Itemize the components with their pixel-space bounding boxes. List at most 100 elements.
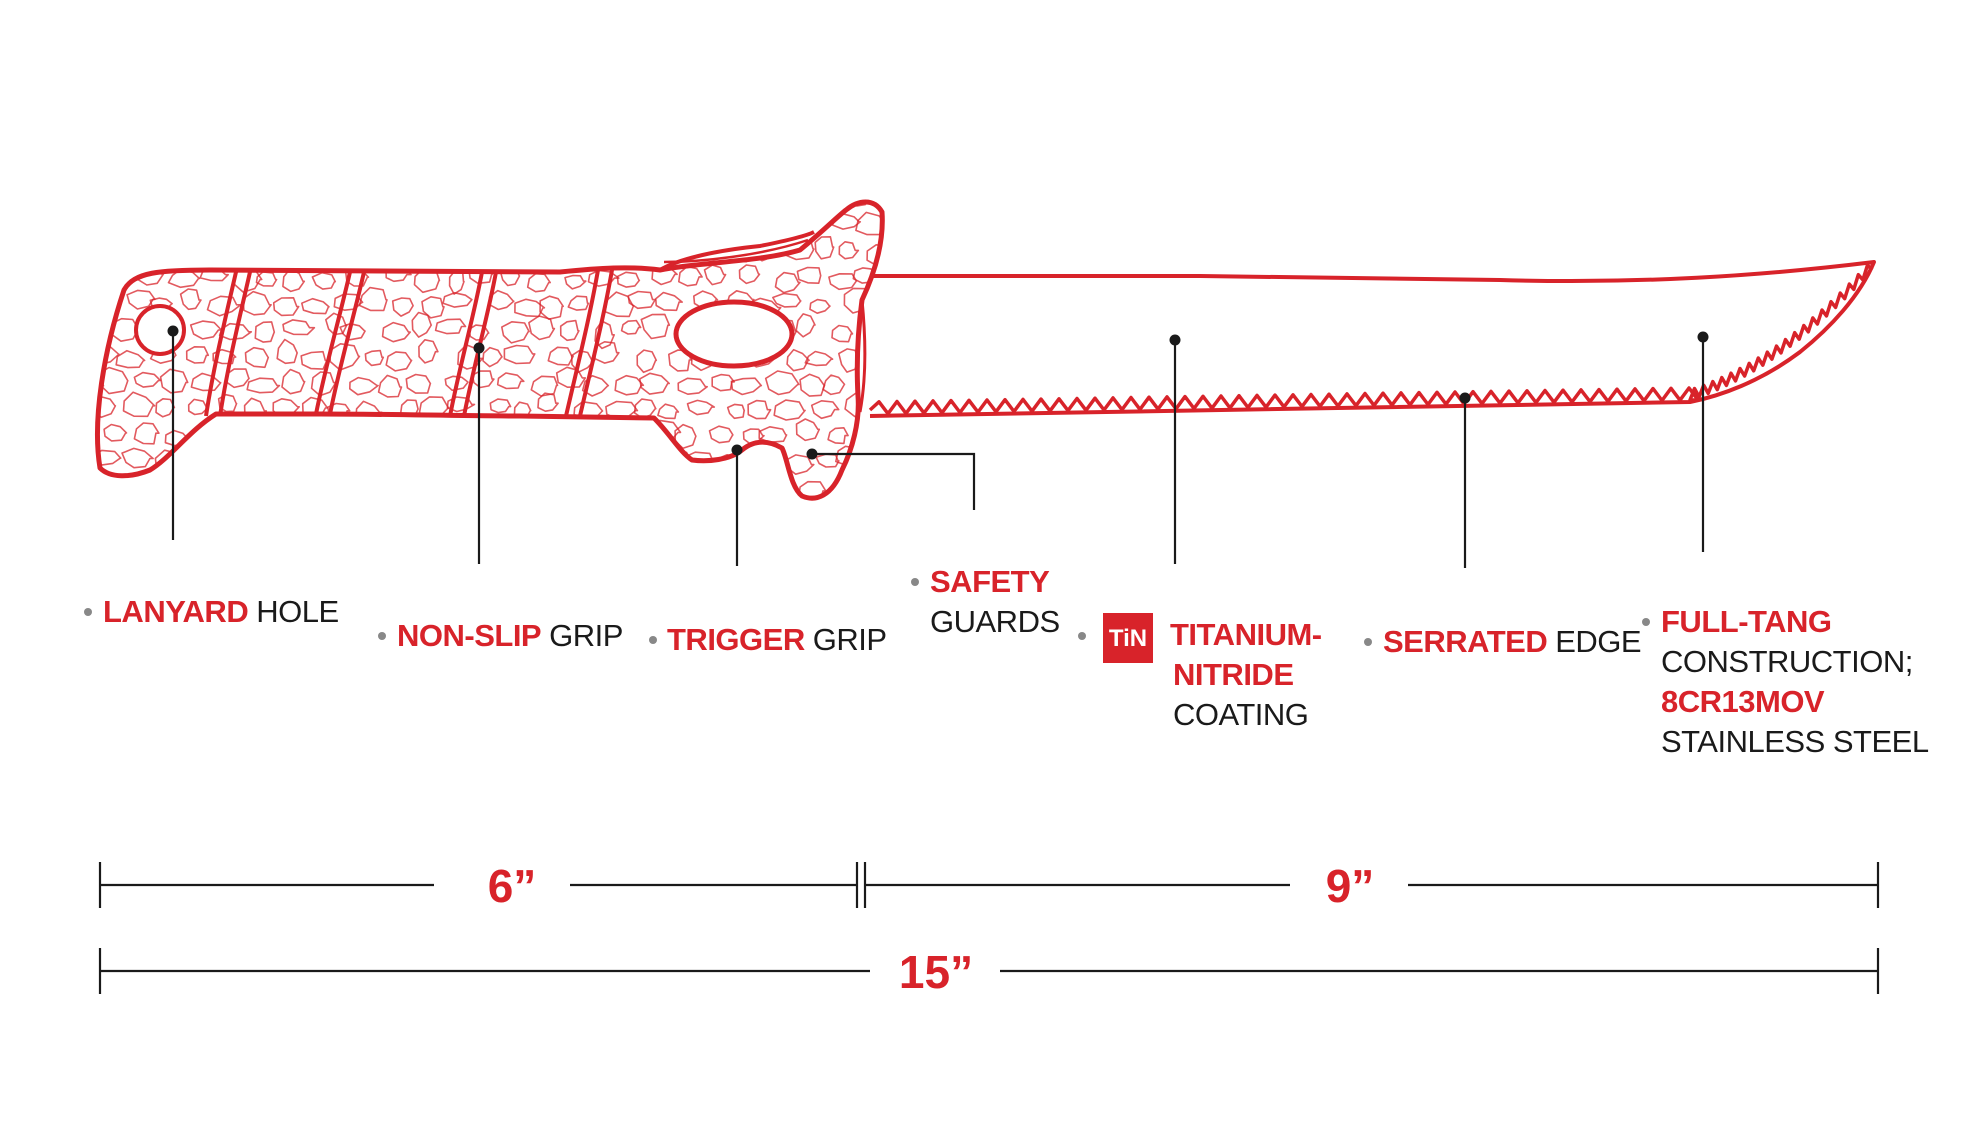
handle-pebble	[501, 321, 530, 344]
handle-pebble	[422, 241, 446, 258]
handle-pebble	[567, 202, 591, 213]
handle-pebble	[559, 478, 584, 497]
handle-pebble	[810, 400, 840, 420]
handle-pebble	[749, 202, 774, 208]
handle-pebble	[548, 450, 577, 474]
handle-pebble	[616, 271, 641, 288]
handle-pebble	[300, 245, 333, 263]
handle-pebble	[124, 202, 151, 205]
handle-pebble	[217, 393, 238, 413]
handle-pebble	[870, 348, 883, 372]
handle-pebble	[639, 372, 670, 395]
handle-pebble	[392, 202, 414, 205]
handle-pebble	[640, 313, 671, 340]
handle-pebble	[248, 202, 273, 209]
handle-pebble	[167, 268, 201, 289]
handle-pebble	[476, 222, 499, 240]
blade-outline	[858, 260, 1876, 418]
handle-pebble	[636, 349, 658, 374]
handle-pebble	[331, 202, 358, 216]
handle-pebble	[580, 233, 599, 259]
handle-pebble	[479, 247, 510, 265]
handle-pebble	[115, 349, 146, 369]
handle-pebble	[799, 373, 826, 397]
handle-pebble	[390, 238, 425, 263]
handle-pebble	[864, 298, 883, 318]
handle-pebble	[349, 376, 379, 396]
handle-pebble	[179, 288, 202, 311]
tin-badge-icon: TiN	[1103, 613, 1153, 663]
callout-dot	[1697, 331, 1709, 343]
handle-pebble	[450, 242, 479, 270]
handle-pebble	[627, 290, 656, 310]
handle-pebble	[282, 267, 306, 293]
callout-dot	[731, 444, 743, 456]
handle-pebble	[594, 320, 615, 350]
handle-pebble	[97, 396, 117, 419]
handle-pebble	[230, 477, 254, 497]
handle-pebble	[256, 475, 286, 499]
handle-pebble	[657, 403, 680, 420]
dimension-lines	[98, 862, 1880, 994]
handle-pebble	[506, 240, 528, 261]
handle-pebble	[348, 425, 371, 443]
handle-pebble	[366, 246, 387, 266]
handle-pebble	[584, 213, 613, 230]
handle-pebble	[339, 222, 366, 240]
handle-pebble	[163, 213, 186, 234]
handle-pebble	[295, 449, 323, 476]
finger-hole	[673, 299, 795, 369]
handle-pebble	[726, 403, 746, 420]
handle-pebble	[514, 298, 546, 318]
handle-pebble	[559, 218, 582, 233]
handle-pebble	[434, 318, 467, 335]
handle-pebble	[152, 239, 180, 258]
handle-pebble	[234, 217, 255, 241]
handle-pebble	[263, 213, 283, 233]
handle-pebble	[814, 236, 835, 260]
handle-pebble	[97, 473, 99, 494]
handle-pebble	[539, 295, 564, 320]
handle-pebble	[423, 202, 450, 203]
handle-pebble	[683, 202, 715, 210]
tin-badge-text: TiN	[1109, 625, 1147, 652]
handle-pebble	[680, 474, 710, 499]
handle-pebble	[858, 472, 883, 493]
handle-pebble	[446, 450, 478, 475]
handle-pebble	[809, 298, 831, 314]
handle-pebble	[97, 325, 101, 344]
handle-pebble	[513, 450, 539, 475]
handle-pebble	[189, 320, 223, 340]
handle-pebble	[711, 373, 735, 392]
handle-outline	[94, 199, 885, 501]
handle-pebble	[701, 475, 728, 497]
handle-pebble	[239, 239, 263, 257]
handle-pebble	[446, 396, 476, 413]
dimension-blade: 9”	[1326, 860, 1375, 912]
handle-pebble	[213, 202, 241, 210]
handle-pebble	[889, 260, 914, 283]
handle-pebble	[592, 452, 626, 473]
handle-pebble	[479, 202, 507, 210]
handle-pebble	[557, 426, 583, 444]
handle-pebble	[528, 315, 556, 341]
handle-pebble	[244, 346, 270, 369]
label-safety-guards: SAFETY GUARDS	[930, 564, 1060, 639]
handle-pebble	[677, 377, 708, 395]
handle-pebble	[300, 350, 328, 370]
handle-pebble	[885, 374, 909, 395]
handle-pebble	[448, 270, 465, 295]
handle-pebble	[617, 478, 637, 497]
label-bullet	[1642, 618, 1650, 626]
handle-pebble	[265, 202, 299, 217]
handle-pebble	[126, 289, 156, 310]
handle-pebble	[319, 429, 342, 446]
handle-pebble	[630, 445, 654, 470]
handle-pebble	[547, 346, 574, 366]
handle-pebble	[133, 371, 162, 388]
handle-pebble	[507, 202, 541, 216]
handle-pebble	[133, 422, 160, 445]
handle-pebble	[276, 338, 298, 365]
handle-pebble	[364, 349, 385, 367]
